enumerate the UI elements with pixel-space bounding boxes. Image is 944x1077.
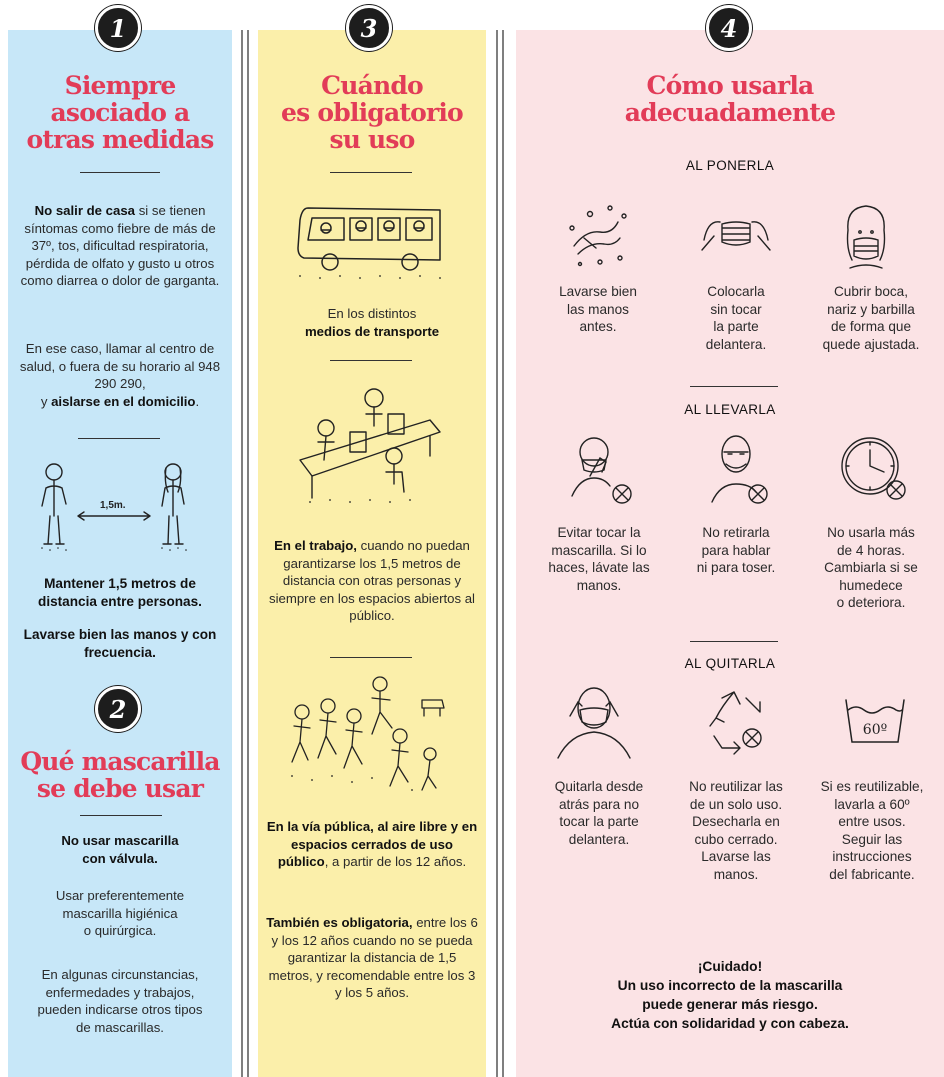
divider-line: [80, 172, 160, 173]
bus-illustration: [290, 190, 450, 285]
section-title: Cuándo es obligatorio su uso: [281, 71, 464, 154]
divider-line: [690, 386, 778, 387]
warning-text: ¡Cuidado! Un uso incorrecto de la mascar…: [611, 959, 849, 1031]
column-mandatory: [258, 30, 486, 1077]
divider-line: [330, 657, 412, 658]
masked-face-icon: [834, 200, 898, 281]
wash-temperature-label: 60º: [863, 722, 887, 738]
divider-line: [80, 815, 162, 816]
section-title: Cómo usarla adecuadamente: [624, 71, 836, 127]
divider-line: [78, 438, 160, 439]
divider-line: [690, 641, 778, 642]
column-measures: [8, 30, 232, 1077]
section-number-badge: 1: [95, 5, 141, 51]
section-title: Siempre asociado a otras medidas: [26, 71, 214, 154]
divider: [496, 30, 498, 1077]
wash-60-icon: 60º: [840, 692, 910, 757]
subsection-heading: AL LLEVARLA: [684, 402, 776, 417]
no-remove-icon: [700, 432, 776, 513]
symptoms-text: No salir de casa si se tienen síntomas c…: [20, 203, 220, 288]
divider: [247, 30, 249, 1077]
divider: [502, 30, 504, 1077]
touch-mask-icon: [560, 432, 636, 513]
column-how-to-use: [516, 30, 944, 1077]
work-text: En el trabajo, cuando no puedan garantiz…: [269, 538, 475, 623]
remove-mask-icon: [552, 682, 636, 767]
keep-distance-text: Mantener 1,5 metros de distancia entre p…: [38, 576, 202, 609]
place-mask-icon: [700, 210, 772, 265]
divider-line: [330, 172, 412, 173]
call-health-center-text: En ese caso, llamar al centro de salud, …: [19, 341, 221, 409]
wash-hands-icon: [560, 200, 632, 277]
also-mandatory-text: También es obligatoria, entre los 6 y lo…: [266, 915, 478, 1000]
no-recycle-icon: [700, 688, 776, 769]
section-number-badge: 4: [706, 5, 752, 51]
other-masks-text: En algunas circunstancias, enfermedades …: [37, 967, 203, 1035]
divider: [241, 30, 243, 1077]
social-distance-illustration: [30, 458, 210, 558]
street-crowd-illustration: [282, 672, 452, 797]
section-number-badge: 2: [95, 686, 141, 732]
section-title: Qué mascarilla se debe usar: [20, 747, 220, 803]
distance-label: 1,5m.: [100, 500, 126, 511]
wash-hands-text: Lavarse bien las manos y con frecuencia.: [23, 627, 217, 660]
public-road-text: En la vía pública, al aire libre y en es…: [266, 819, 478, 869]
office-illustration: [290, 380, 450, 510]
subsection-heading: AL PONERLA: [685, 158, 775, 173]
clock-icon: [836, 432, 912, 513]
preferred-mask-text: Usar preferentemente mascarilla higiénic…: [55, 888, 185, 938]
no-valve-text: No usar mascarilla con válvula.: [61, 833, 179, 866]
subsection-heading: AL QUITARLA: [684, 656, 776, 671]
divider-line: [330, 360, 412, 361]
section-number-badge: 3: [346, 5, 392, 51]
